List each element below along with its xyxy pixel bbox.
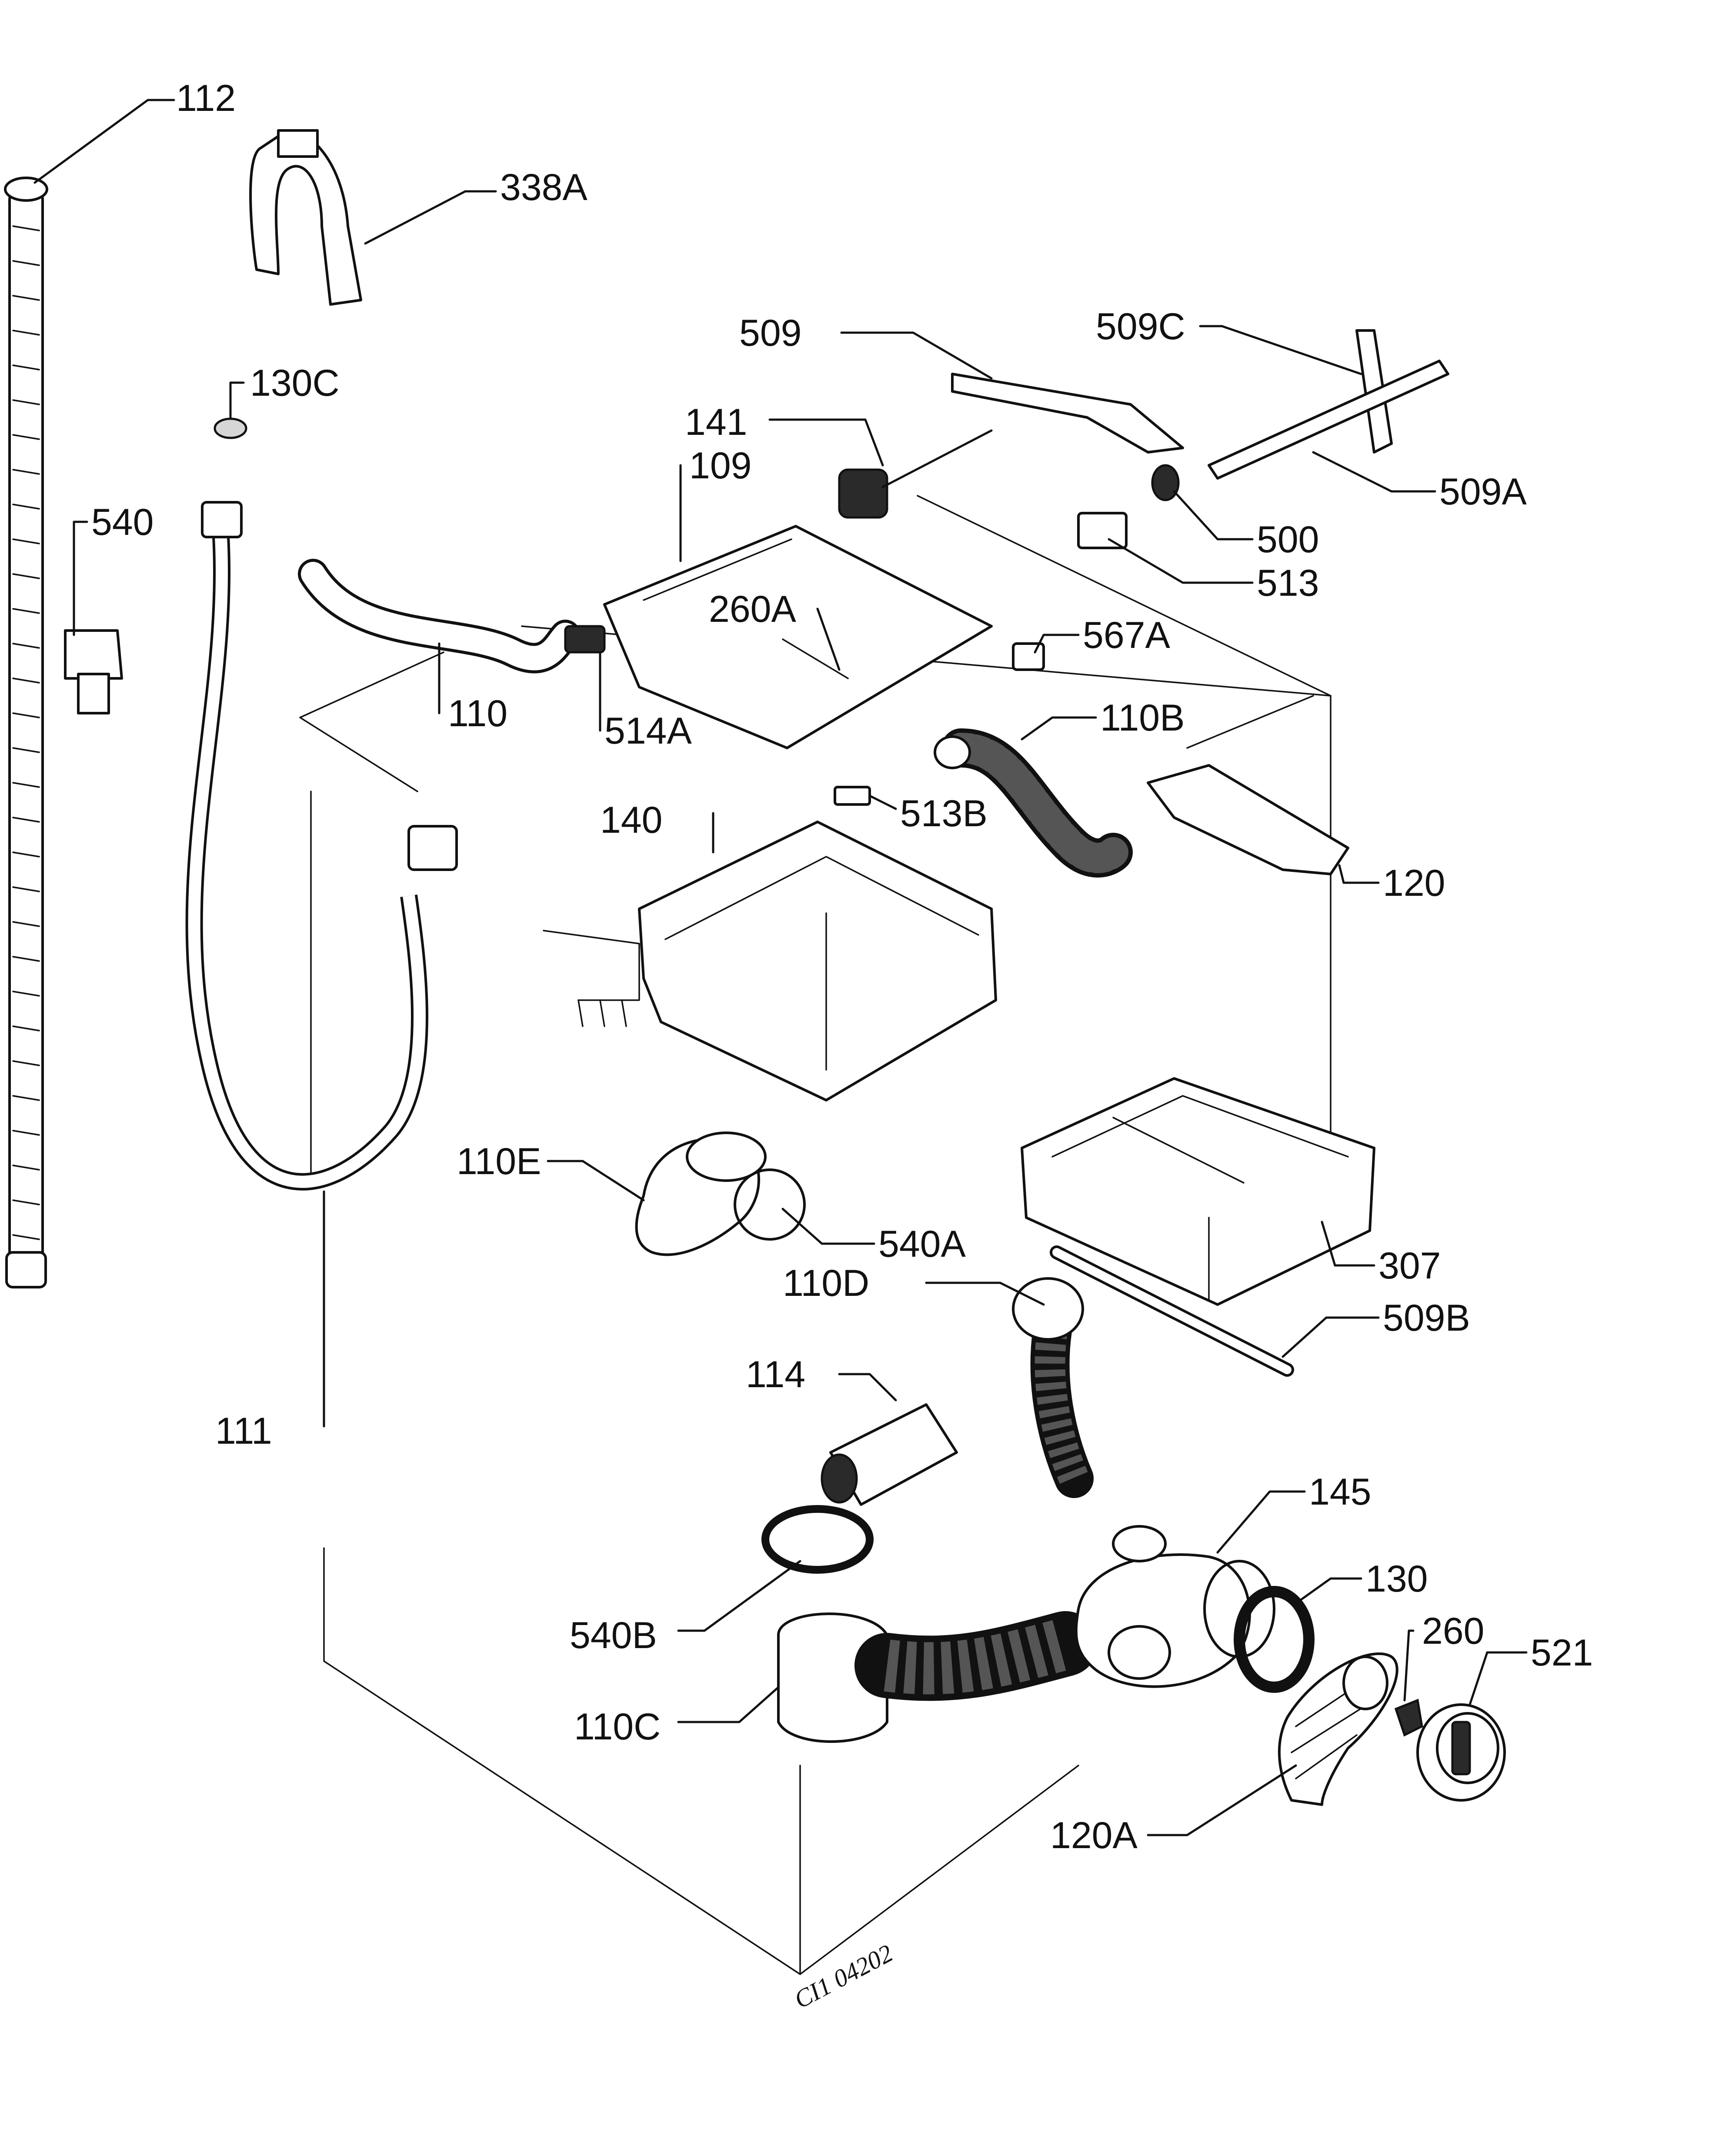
part-567A-pad: [1012, 642, 1045, 671]
label-509A: 509A: [1439, 471, 1527, 513]
label-307: 307: [1378, 1245, 1441, 1287]
part-338A-hose-guide: [249, 129, 362, 306]
part-110B-hose: [934, 728, 1133, 878]
label-509B: 509B: [1383, 1297, 1470, 1339]
part-120A-filter: [1278, 1652, 1398, 1806]
label-540B: 540B: [570, 1615, 657, 1656]
part-110E-sleeve: [635, 1131, 806, 1256]
part-111-inlet-hose: [185, 501, 458, 1191]
part-513B-clip: [834, 786, 871, 806]
part-130C-washer: [214, 417, 247, 439]
part-110C-sump-hose: [777, 1611, 1098, 1743]
label-111: 111: [215, 1410, 272, 1452]
part-540B-clamp: [761, 1505, 874, 1574]
label-110C: 110C: [574, 1706, 661, 1748]
label-521: 521: [1531, 1632, 1593, 1674]
part-509C-lever-bar: [1208, 329, 1449, 480]
label-120A: 120A: [1050, 1815, 1138, 1856]
label-514A: 514A: [604, 710, 692, 752]
drawing-code: CI1 04202: [790, 1939, 898, 2014]
label-140: 140: [600, 799, 663, 841]
part-140-dispenser-housing: [543, 821, 997, 1101]
leader-lines: [33, 99, 1528, 1836]
label-130: 130: [1365, 1558, 1428, 1600]
part-112-drain-hose: [4, 177, 48, 1288]
part-labels: 112 338A 509 509C 130C 141 109 509A 540 …: [91, 77, 1593, 1856]
part-521-knob: [1416, 1703, 1506, 1802]
label-260A: 260A: [709, 588, 796, 630]
label-500: 500: [1257, 519, 1319, 561]
part-114-pressure-switch: [821, 1403, 958, 1506]
part-120-lid: [1147, 764, 1349, 875]
label-110E: 110E: [457, 1141, 541, 1182]
label-540A: 540A: [878, 1223, 966, 1265]
label-120: 120: [1383, 862, 1445, 904]
label-109: 109: [689, 445, 752, 487]
part-130-seal: [1234, 1586, 1315, 1693]
part-500-screw: [1077, 464, 1180, 549]
label-509C: 509C: [1096, 306, 1185, 347]
part-540-clip: [64, 629, 123, 714]
label-141: 141: [685, 401, 748, 443]
part-509-lever: [951, 373, 1184, 454]
part-110D-bellows: [1012, 1277, 1094, 1498]
label-145: 145: [1309, 1471, 1372, 1513]
label-114: 114: [746, 1354, 805, 1395]
label-110: 110: [448, 693, 507, 734]
label-110D: 110D: [783, 1262, 869, 1304]
label-567A: 567A: [1083, 614, 1170, 656]
part-307-drawer: [1021, 1077, 1375, 1306]
part-260-valve: [1394, 1699, 1423, 1737]
label-260: 260: [1422, 1610, 1485, 1652]
label-540: 540: [91, 501, 154, 543]
label-513B: 513B: [900, 793, 988, 834]
label-110B: 110B: [1100, 697, 1185, 739]
label-130C: 130C: [250, 362, 340, 404]
part-141-solenoid: [838, 429, 993, 519]
label-513: 513: [1257, 562, 1319, 604]
label-338A: 338A: [500, 167, 587, 208]
label-112: 112: [176, 77, 236, 119]
label-509: 509: [739, 312, 802, 354]
part-109-valve-plate: [564, 525, 993, 749]
